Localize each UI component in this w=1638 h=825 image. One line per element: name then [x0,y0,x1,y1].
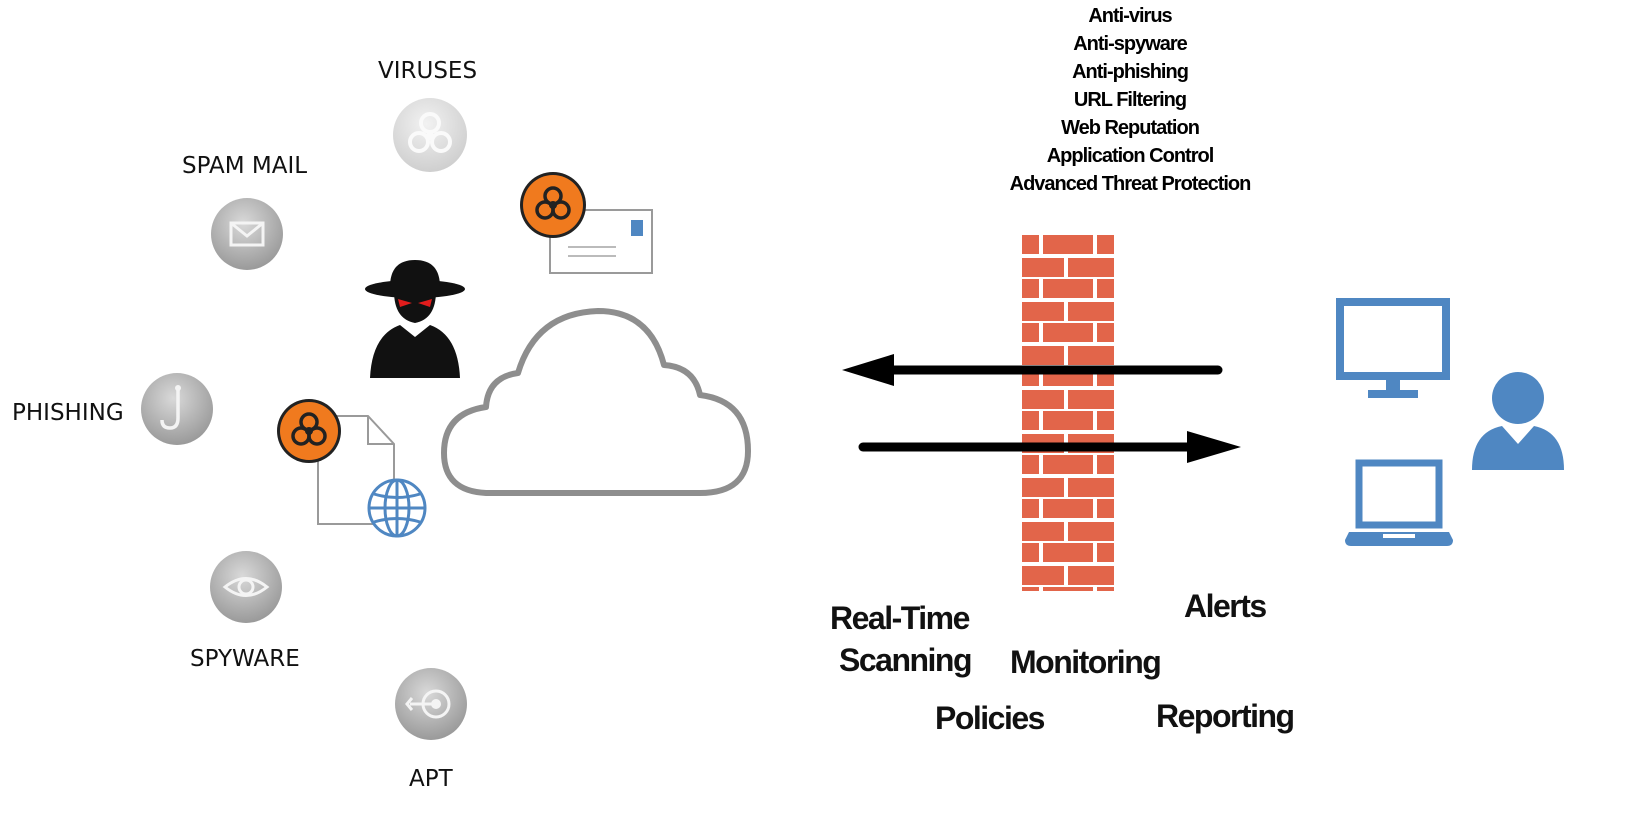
threat-label-spyware: SPYWARE [190,646,300,672]
cloud-icon [441,308,751,496]
capability-monitoring: Monitoring [1010,644,1162,680]
feature-web-reputation: Web Reputation [1061,117,1200,139]
capability-real-time-line2: Scanning [839,642,973,678]
capability-reporting: Reporting [1156,698,1295,734]
threat-label-phishing: PHISHING [12,400,124,426]
hook-icon [141,373,213,445]
infected-web-page-icon [277,399,427,538]
feature-anti-phishing: Anti-phishing [1072,61,1189,83]
user-icon [1472,372,1564,470]
feature-url-filtering: URL Filtering [1073,89,1187,111]
target-icon [395,668,467,740]
desktop-icon [1336,298,1450,398]
feature-anti-spyware: Anti-spyware [1073,33,1188,55]
capability-alerts: Alerts [1184,588,1267,624]
feature-anti-virus: Anti-virus [1088,5,1172,27]
envelope-icon [211,198,283,270]
threat-label-viruses: VIRUSES [378,58,478,84]
security-features-list: Anti-virus Anti-spyware Anti-phishing UR… [960,2,1300,198]
threat-label-spam-mail: SPAM MAIL [182,153,308,179]
feature-application-control: Application Control [1046,145,1215,167]
biohazard-icon [393,98,467,172]
laptop-icon [1345,459,1453,546]
firewall-icon [1022,235,1114,591]
outbound-arrow [842,354,1223,386]
eye-icon [210,551,282,623]
threat-label-apt: APT [409,766,453,792]
inbound-arrow [858,431,1241,463]
hacker-icon [365,260,465,378]
feature-advanced-threat-protection: Advanced Threat Protection [1009,173,1252,195]
infected-mail-icon [520,172,653,274]
capability-real-time-line1: Real-Time [830,600,970,636]
capability-policies: Policies [935,700,1045,736]
